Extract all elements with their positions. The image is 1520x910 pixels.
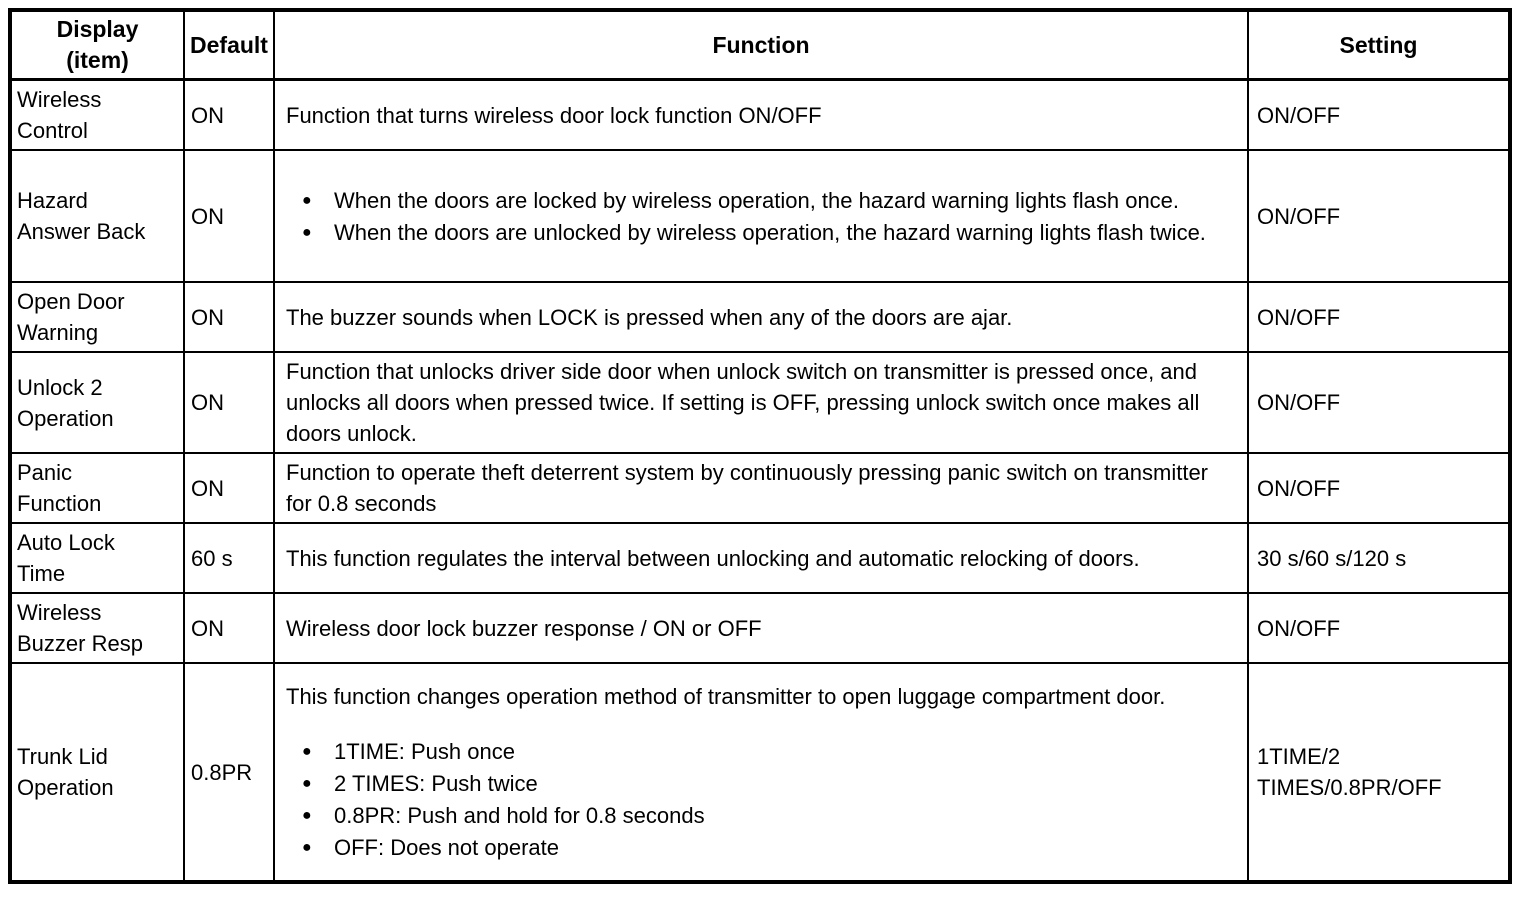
default-cell: ON bbox=[183, 281, 275, 353]
item-cell: Wireless Control bbox=[9, 78, 185, 151]
function-cell: This function regulates the interval bet… bbox=[273, 522, 1249, 594]
bullet-item: ● When the doors are locked by wireless o… bbox=[286, 185, 1231, 216]
bullet-icon: ● bbox=[302, 838, 312, 856]
function-text: The buzzer sounds when LOCK is pressed w… bbox=[286, 304, 1013, 330]
function-text: Function to operate theft deterrent syst… bbox=[286, 460, 1209, 516]
function-cell: The buzzer sounds when LOCK is pressed w… bbox=[273, 281, 1249, 353]
item-cell: Panic Function bbox=[9, 452, 185, 524]
setting-cell: 1TIME/2 TIMES/0.8PR/OFF bbox=[1247, 662, 1511, 883]
bullet-item: ● 0.8PR: Push and hold for 0.8 seconds bbox=[286, 800, 1231, 831]
bullet-icon: ● bbox=[302, 742, 312, 760]
function-text: Function that unlocks driver side door w… bbox=[286, 359, 1200, 446]
bullet-list: ● When the doors are locked by wireless o… bbox=[286, 185, 1231, 248]
setting-cell: ON/OFF bbox=[1247, 592, 1511, 664]
bullet-text: 0.8PR: Push and hold for 0.8 seconds bbox=[334, 802, 705, 828]
item-cell: Wireless Buzzer Resp bbox=[9, 592, 185, 664]
bullet-item: ● 1TIME: Push once bbox=[286, 736, 1231, 767]
function-text: This function regulates the interval bet… bbox=[286, 545, 1140, 571]
bullet-icon: ● bbox=[302, 191, 312, 209]
setting-cell: 30 s/60 s/120 s bbox=[1247, 522, 1511, 594]
column-header-display-item: Display (item) bbox=[9, 9, 185, 81]
setting-cell: ON/OFF bbox=[1247, 149, 1511, 283]
bullet-icon: ● bbox=[302, 774, 312, 792]
bullet-item: ● 2 TIMES: Push twice bbox=[286, 768, 1231, 799]
setting-cell: ON/OFF bbox=[1247, 78, 1511, 151]
bullet-text: 2 TIMES: Push twice bbox=[334, 770, 538, 796]
function-text: Function that turns wireless door lock f… bbox=[286, 102, 822, 128]
default-cell: 0.8PR bbox=[183, 662, 275, 883]
bullet-text: When the doors are locked by wireless op… bbox=[334, 187, 1180, 213]
item-cell: Unlock 2 Operation bbox=[9, 351, 185, 454]
function-cell: Function to operate theft deterrent syst… bbox=[273, 452, 1249, 524]
item-cell: Hazard Answer Back bbox=[9, 149, 185, 283]
function-cell: Function that unlocks driver side door w… bbox=[273, 351, 1249, 454]
bullet-icon: ● bbox=[302, 806, 312, 824]
column-header-function: Function bbox=[273, 9, 1249, 81]
bullet-item: ● When the doors are unlocked by wireless… bbox=[286, 217, 1231, 248]
table-header-row: Display (item) Default Function Setting bbox=[9, 9, 1511, 81]
column-header-default: Default bbox=[183, 9, 275, 81]
bullet-text: When the doors are unlocked by wireless … bbox=[334, 219, 1206, 245]
item-cell: Trunk Lid Operation bbox=[9, 662, 185, 883]
bullet-text: OFF: Does not operate bbox=[334, 834, 559, 860]
column-header-setting: Setting bbox=[1247, 9, 1511, 81]
function-text: This function changes operation method o… bbox=[286, 683, 1166, 709]
default-cell: ON bbox=[183, 452, 275, 524]
function-cell: ● When the doors are locked by wireless o… bbox=[273, 149, 1249, 283]
setting-cell: ON/OFF bbox=[1247, 281, 1511, 353]
item-cell: Open Door Warning bbox=[9, 281, 185, 353]
setting-cell: ON/OFF bbox=[1247, 452, 1511, 524]
function-cell: Function that turns wireless door lock f… bbox=[273, 78, 1249, 151]
default-cell: ON bbox=[183, 351, 275, 454]
default-cell: ON bbox=[183, 149, 275, 283]
bullet-text: 1TIME: Push once bbox=[334, 738, 515, 764]
item-cell: Auto Lock Time bbox=[9, 522, 185, 594]
bullet-icon: ● bbox=[302, 223, 312, 241]
bullet-item: ● OFF: Does not operate bbox=[286, 832, 1231, 863]
settings-table: Display (item) Default Function Setting … bbox=[8, 8, 1512, 884]
setting-cell: ON/OFF bbox=[1247, 351, 1511, 454]
function-cell: This function changes operation method o… bbox=[273, 662, 1249, 883]
function-text: Wireless door lock buzzer response / ON … bbox=[286, 615, 762, 641]
default-cell: ON bbox=[183, 592, 275, 664]
default-cell: ON bbox=[183, 78, 275, 151]
default-cell: 60 s bbox=[183, 522, 275, 594]
function-cell: Wireless door lock buzzer response / ON … bbox=[273, 592, 1249, 664]
bullet-list: ● 1TIME: Push once ● 2 TIMES: Push twice ● 0.… bbox=[286, 736, 1231, 863]
